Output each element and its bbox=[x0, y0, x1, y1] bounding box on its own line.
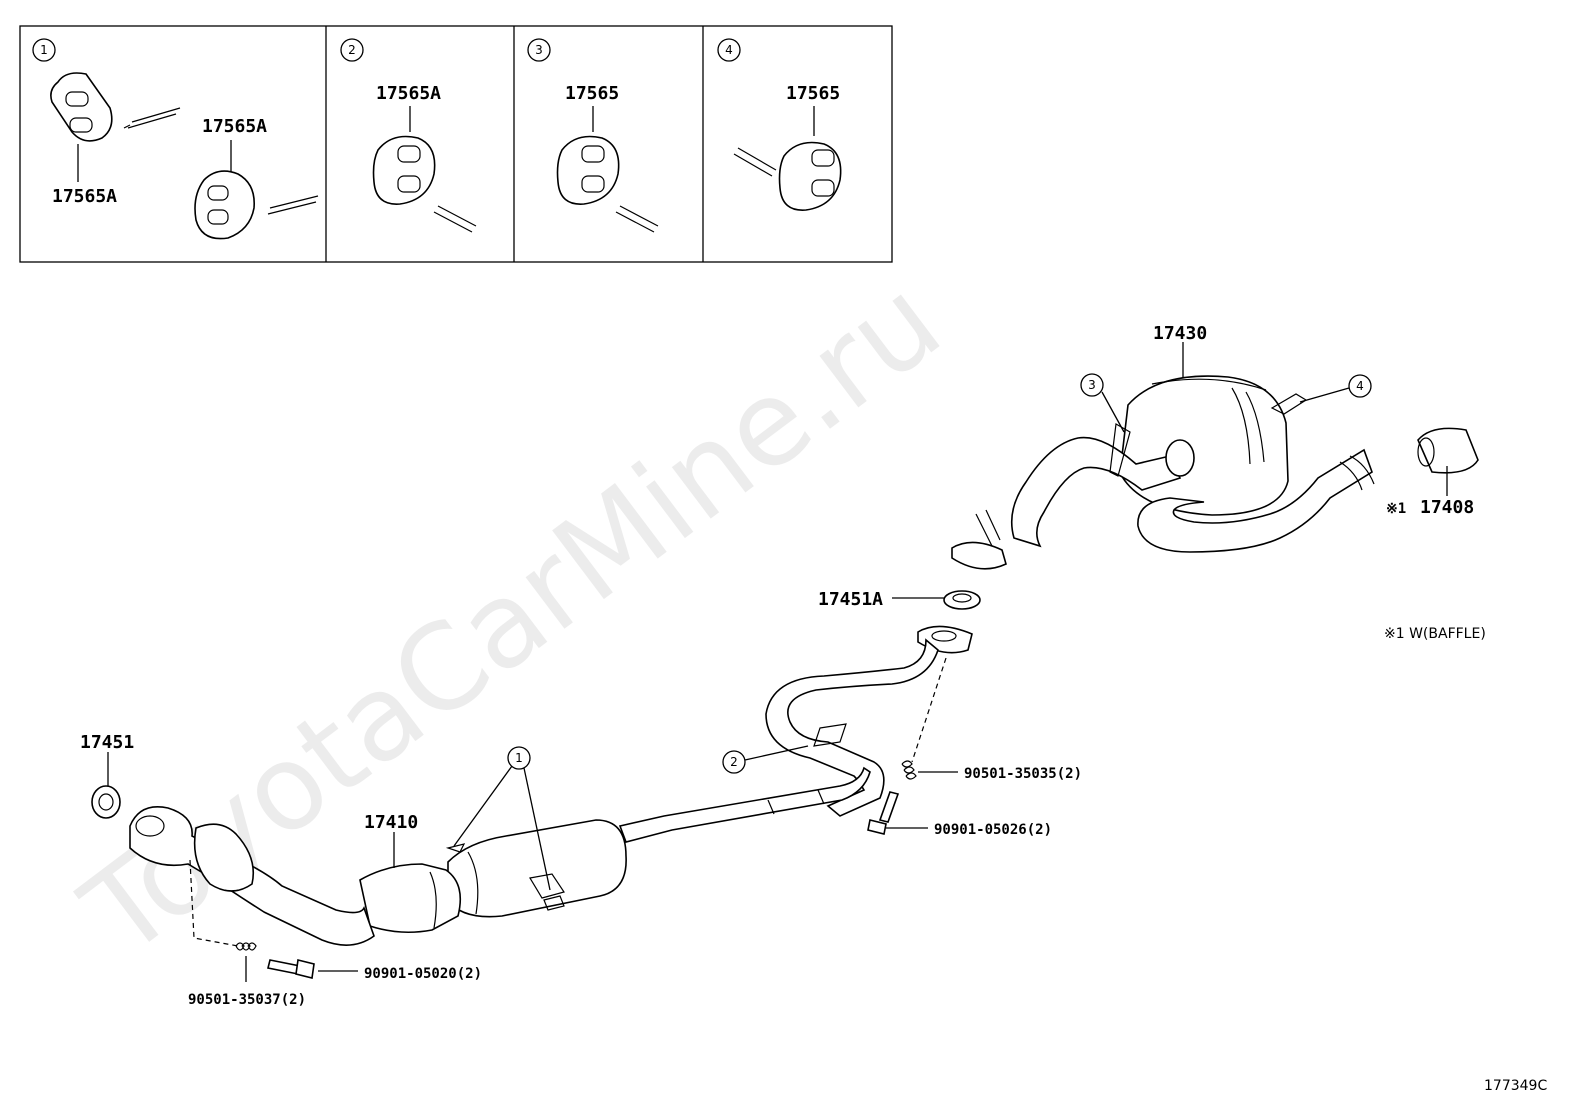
hanger-rod-icon bbox=[123, 107, 181, 129]
inset-3: 3 17565 bbox=[527, 38, 659, 233]
label-17430: 17430 bbox=[1153, 323, 1207, 344]
rear-muffler-17430 bbox=[951, 375, 1375, 570]
inset-2-index: 2 bbox=[348, 43, 356, 57]
gasket-17451 bbox=[91, 785, 121, 819]
inset-4-index: 4 bbox=[725, 43, 733, 57]
note-baffle: ※1 W(BAFFLE) bbox=[1384, 626, 1486, 642]
hanger-rubber-icon bbox=[372, 135, 436, 205]
spring-icon bbox=[901, 760, 917, 780]
front-pipe-17410 bbox=[129, 766, 871, 946]
label-17451: 17451 bbox=[80, 732, 134, 753]
inset-3-index: 3 bbox=[535, 43, 543, 57]
spring-icon bbox=[235, 942, 257, 951]
inset-1: 1 17565A 17565A bbox=[32, 38, 319, 240]
gasket-17451A bbox=[943, 590, 981, 610]
bolt-icon bbox=[867, 791, 900, 835]
hanger-rubber-icon bbox=[194, 170, 255, 240]
inset-4-index-circle bbox=[717, 38, 741, 62]
inset-1-label-b: 17565A bbox=[202, 116, 267, 137]
hanger-rubber-icon bbox=[50, 72, 113, 142]
center-pipe bbox=[765, 625, 973, 817]
label-90501-35037: 90501-35037(2) bbox=[188, 992, 306, 1008]
callout-3-circle bbox=[1080, 373, 1104, 397]
label-90901-05026: 90901-05026(2) bbox=[934, 822, 1052, 838]
hanger-rubber-icon bbox=[778, 141, 842, 211]
hanger-rod-icon bbox=[615, 205, 659, 233]
dashed-leader bbox=[911, 657, 947, 763]
callout-2-circle bbox=[722, 750, 746, 774]
callout-3: 3 bbox=[1088, 378, 1096, 392]
callout-4: 4 bbox=[1356, 379, 1364, 393]
inset-4: 4 17565 bbox=[717, 38, 842, 211]
hanger-rod-icon bbox=[733, 147, 777, 177]
diagram-code: 177349C bbox=[1484, 1078, 1547, 1094]
inset-2-label: 17565A bbox=[376, 83, 441, 104]
callout-2: 2 bbox=[730, 755, 738, 769]
tail-pipe-17408 bbox=[1417, 427, 1479, 474]
label-17408: 17408 bbox=[1420, 497, 1474, 518]
inset-3-index-circle bbox=[527, 38, 551, 62]
callout-4-circle bbox=[1348, 374, 1372, 398]
inset-2: 2 17565A bbox=[340, 38, 477, 233]
hanger-rubber-icon bbox=[556, 135, 620, 205]
callout-1-circle bbox=[507, 746, 531, 770]
inset-3-label: 17565 bbox=[565, 83, 619, 104]
callout-1: 1 bbox=[515, 751, 523, 765]
hanger-rod-icon bbox=[433, 205, 477, 233]
inset-1-index-circle bbox=[32, 38, 56, 62]
inset-2-index-circle bbox=[340, 38, 364, 62]
label-17410: 17410 bbox=[364, 812, 418, 833]
inset-1-label-a: 17565A bbox=[52, 186, 117, 207]
note-marker: ※1 bbox=[1386, 501, 1406, 517]
inset-1-index: 1 bbox=[40, 43, 48, 57]
label-90501-35035: 90501-35035(2) bbox=[964, 766, 1082, 782]
label-17451A: 17451A bbox=[818, 589, 883, 610]
inset-panel: 1 17565A 17565A 2 17565A bbox=[19, 25, 893, 263]
label-90901-05020: 90901-05020(2) bbox=[364, 966, 482, 982]
hanger-rod-icon bbox=[267, 195, 319, 215]
bolt-icon bbox=[267, 959, 315, 979]
inset-4-label: 17565 bbox=[786, 83, 840, 104]
